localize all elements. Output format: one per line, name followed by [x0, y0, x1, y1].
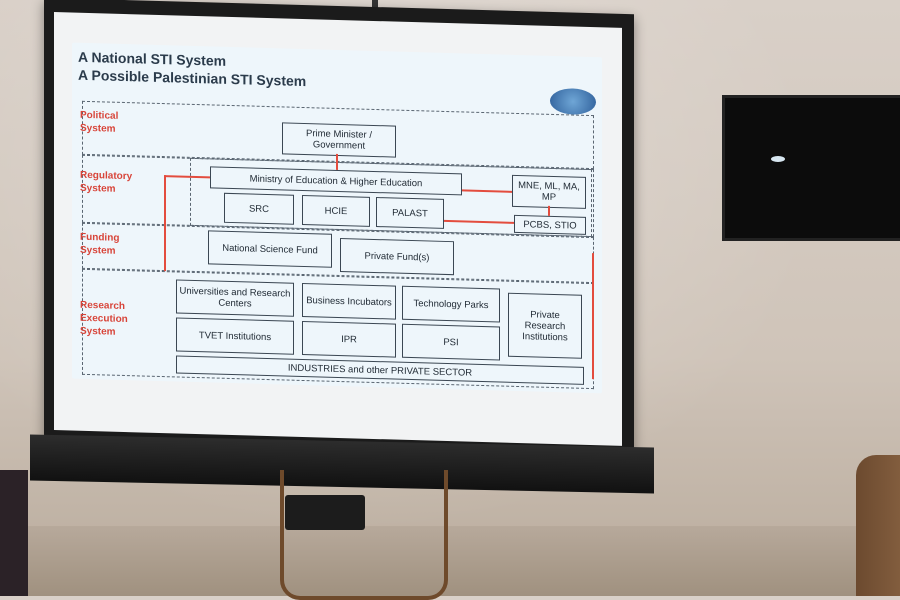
wall-tv — [722, 95, 900, 241]
slide-title: A National STI System — [78, 48, 227, 69]
box-technology-parks: Technology Parks — [402, 285, 500, 323]
box-universities: Universities and Research Centers — [176, 279, 294, 317]
tv-reflection — [771, 156, 785, 162]
slide: A National STI System A Possible Palesti… — [72, 42, 602, 394]
logo-icon — [550, 87, 596, 116]
screen-surface: A National STI System A Possible Palesti… — [54, 12, 622, 446]
projector — [285, 495, 365, 530]
arrow-right-loop — [592, 253, 594, 380]
box-national-science-fund: National Science Fund — [208, 230, 332, 268]
chair — [280, 470, 448, 600]
arrow-pm-ministry — [336, 153, 338, 170]
floor — [0, 526, 900, 596]
box-ipr: IPR — [302, 320, 396, 358]
section-funding: Funding System — [80, 231, 120, 257]
box-private-funds: Private Fund(s) — [340, 238, 454, 276]
box-mne: MNE, ML, MA, MP — [512, 174, 586, 209]
box-psi: PSI — [402, 323, 500, 361]
dark-object — [0, 470, 28, 596]
box-src: SRC — [224, 192, 294, 225]
slide-subtitle: A Possible Palestinian STI System — [78, 66, 307, 90]
chair-right — [856, 455, 900, 596]
section-political: Political System — [80, 109, 119, 135]
section-research: Research Execution System — [80, 299, 128, 338]
arrow-pcbs-mne — [548, 205, 550, 216]
section-regulatory: Regulatory System — [80, 169, 133, 195]
box-hcie: HCIE — [302, 194, 370, 227]
box-palast: PALAST — [376, 197, 444, 229]
box-tvet: TVET Institutions — [176, 317, 294, 355]
box-pcbs: PCBS, STIO — [514, 214, 586, 235]
box-prime-minister: Prime Minister / Government — [282, 122, 396, 158]
box-private-research: Private Research Institutions — [508, 292, 582, 359]
box-business-incubators: Business Incubators — [302, 282, 396, 320]
arrow-regulatory-research — [164, 175, 166, 272]
projection-screen: A National STI System A Possible Palesti… — [44, 0, 634, 467]
